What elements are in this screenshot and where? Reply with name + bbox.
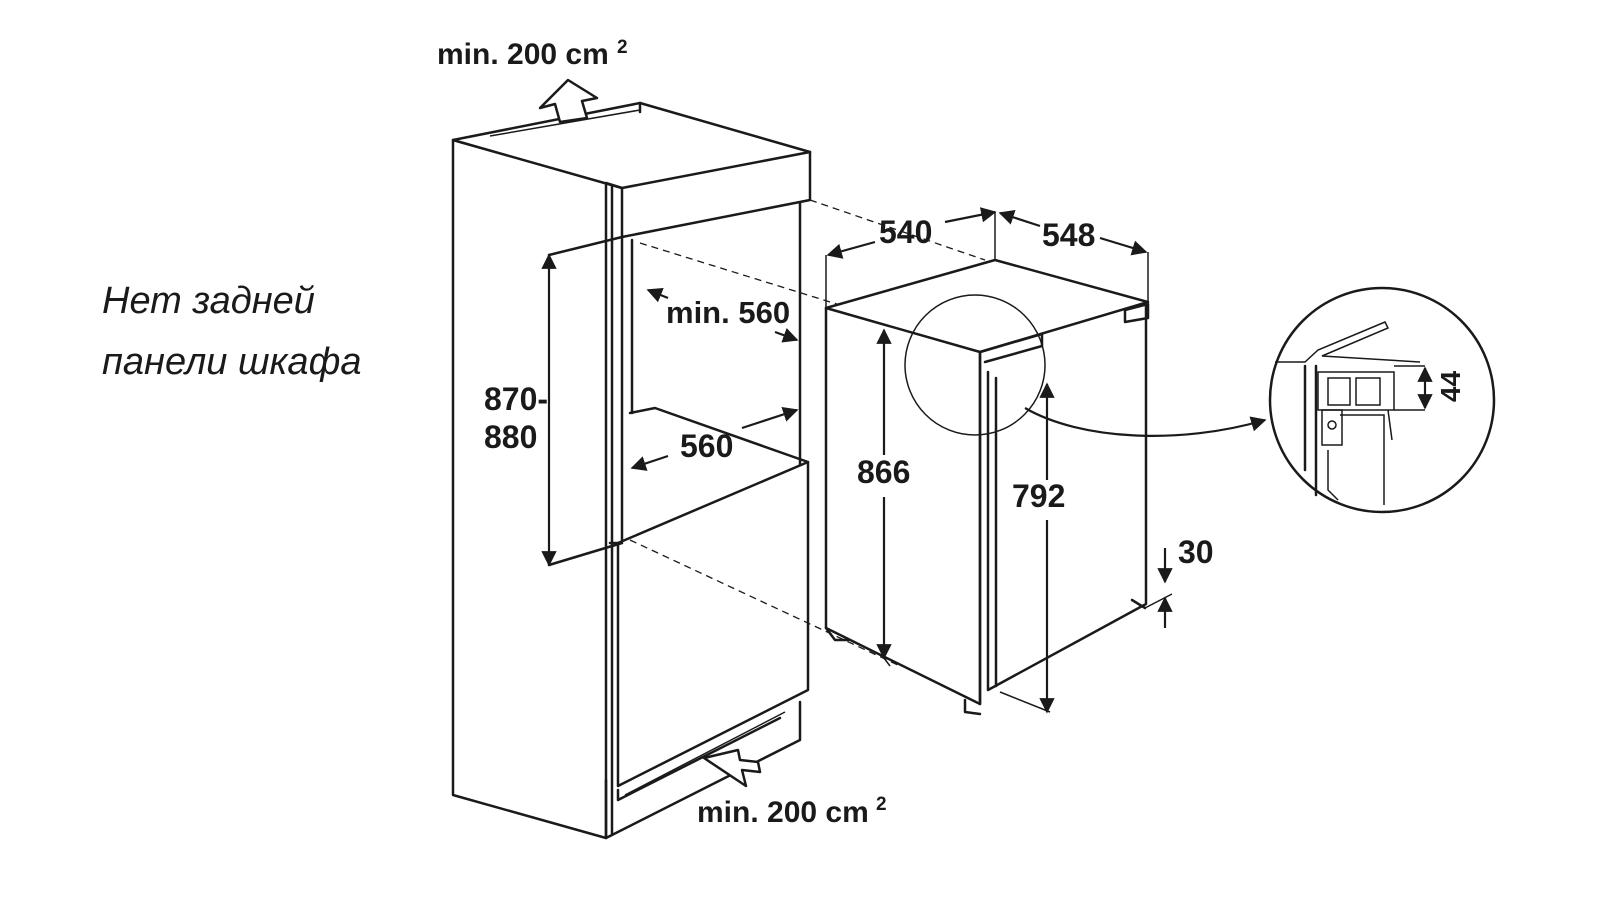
unit-height-label: 866 (857, 454, 910, 490)
dimension-lines (541, 207, 1173, 714)
arrow-up-icon (538, 78, 599, 124)
detail-pointer (1024, 407, 1267, 437)
unit-width-label: 540 (879, 214, 932, 250)
kitchen-cabinet (451, 101, 812, 840)
niche-width-label: 560 (680, 428, 733, 464)
niche-height-label-2: 880 (484, 419, 537, 455)
note-line-2: панели шкафа (102, 341, 361, 383)
door-height-label: 792 (1012, 478, 1065, 514)
vent-top-label: min. 200 cm (437, 38, 609, 71)
refrigerator-unit (824, 212, 1150, 716)
detail-view (1268, 286, 1496, 514)
vent-top-sup: 2 (617, 37, 628, 58)
foot-height-label: 30 (1178, 534, 1214, 570)
niche-height-label-1: 870- (484, 381, 548, 417)
unit-depth-label: 548 (1042, 217, 1095, 253)
depth-min-label: min. 560 (666, 295, 790, 330)
note-line-1: Нет задней (102, 280, 315, 322)
vent-bottom-label: min. 200 cm (697, 796, 869, 829)
vent-bottom-sup: 2 (876, 794, 887, 815)
detail-gap-label: 44 (1435, 370, 1466, 402)
arrow-left-icon (702, 748, 762, 788)
